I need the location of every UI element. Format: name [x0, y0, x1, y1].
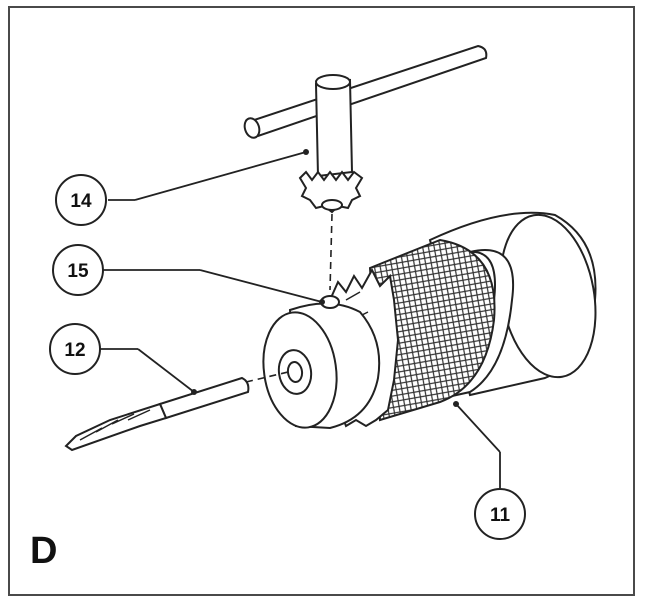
callout-11: 11: [453, 401, 526, 540]
callout-15-label: 15: [67, 261, 89, 282]
drill-bit: [64, 376, 250, 452]
callout-12-label: 12: [64, 340, 85, 361]
chuck-key: [243, 44, 488, 214]
callout-14: 14: [55, 149, 309, 226]
panel-letter: D: [30, 530, 58, 572]
callout-14-label: 14: [70, 191, 92, 212]
callout-12: 12: [49, 323, 197, 395]
callout-15: 15: [52, 244, 325, 305]
drill-chuck-body: [262, 211, 597, 430]
callout-11-label: 11: [490, 505, 511, 526]
key-alignment-line: [329, 213, 333, 291]
figure-frame: [8, 6, 635, 596]
